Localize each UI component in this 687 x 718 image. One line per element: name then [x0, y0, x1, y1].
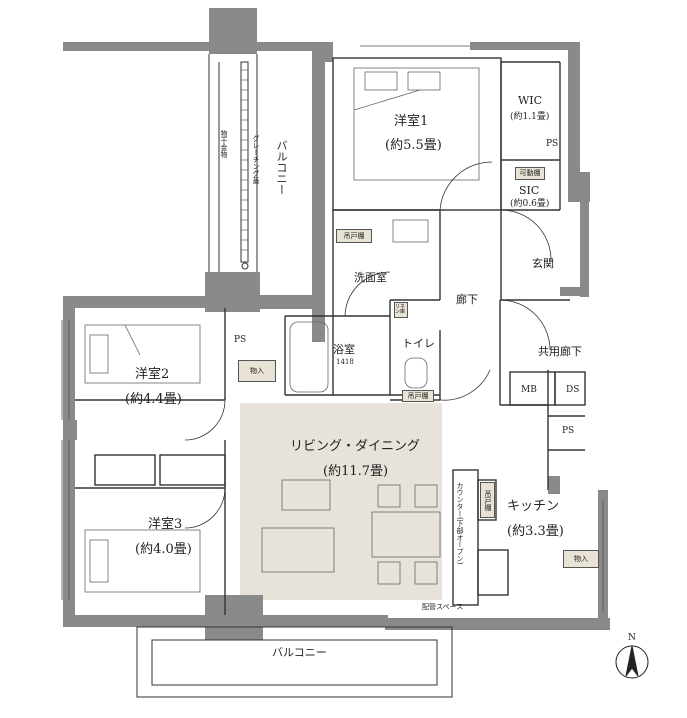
kitchen-size: (約3.3畳): [507, 524, 564, 539]
bottom-balcony: [136, 626, 453, 698]
storage-tag-living: 物入: [238, 360, 276, 382]
sic-name: SIC: [519, 184, 540, 197]
toilet-name: トイレ: [402, 337, 435, 350]
balcony-bottom-name: バルコニー: [272, 646, 327, 659]
doors: [184, 161, 552, 529]
windows: [61, 45, 604, 612]
grating-label: グレーチング蓋: [252, 135, 260, 184]
living-floor: [240, 403, 442, 600]
storage-tag-kitchen: 物入: [563, 550, 599, 568]
hanging-shelf-toilet: 吊戸棚: [402, 390, 434, 402]
balcony-top-name: バルコニー: [275, 140, 288, 195]
ps-label-left: PS: [234, 335, 247, 345]
bath-name: 浴室: [333, 343, 355, 356]
north-label: N: [628, 633, 636, 643]
furniture: [84, 67, 480, 593]
sic-size: (約0.6畳): [510, 199, 550, 209]
partitions: [75, 57, 586, 615]
sic-tag: 可動棚: [515, 167, 545, 180]
living-name: リビング・ダイニング: [290, 439, 421, 454]
bath-size: 1418: [336, 358, 354, 366]
bed2-name: 洋室2: [135, 367, 170, 382]
counter-label: カウンター(下部オープン): [456, 482, 464, 565]
bed1-name: 洋室1: [394, 114, 429, 129]
hanging-shelf-kitchen: 吊戸棚: [480, 482, 495, 518]
washroom-name: 洗面室: [354, 271, 387, 284]
common-corridor-name: 共用廊下: [538, 345, 582, 358]
bed1-size: (約5.5畳): [385, 138, 442, 153]
ps-label-wic: PS: [546, 139, 559, 149]
wic-name: WIC: [518, 94, 543, 107]
bed3-name: 洋室3: [148, 517, 183, 532]
mb-label: MB: [521, 385, 537, 395]
north-arrow: [615, 645, 649, 679]
bed2-size: (約4.4畳): [125, 392, 182, 407]
linen-tag: リネン庫: [394, 302, 408, 318]
drying-label: 物干金物: [220, 130, 228, 158]
pipe-space-label: 配管スペース: [422, 603, 464, 611]
entrance-name: 玄関: [532, 257, 554, 270]
living-size: (約11.7畳): [323, 464, 389, 479]
ps-label-right: PS: [562, 426, 575, 436]
wic-size: (約1.1畳): [510, 112, 550, 122]
hallway-name: 廊下: [456, 293, 478, 306]
grating-pattern: [241, 69, 248, 251]
kitchen-name: キッチン: [507, 499, 560, 514]
bed3-size: (約4.0畳): [135, 542, 192, 557]
walls: [63, 8, 610, 640]
hanging-shelf-washroom: 吊戸棚: [336, 229, 372, 243]
top-balcony: [208, 54, 258, 272]
ds-label: DS: [566, 385, 580, 395]
